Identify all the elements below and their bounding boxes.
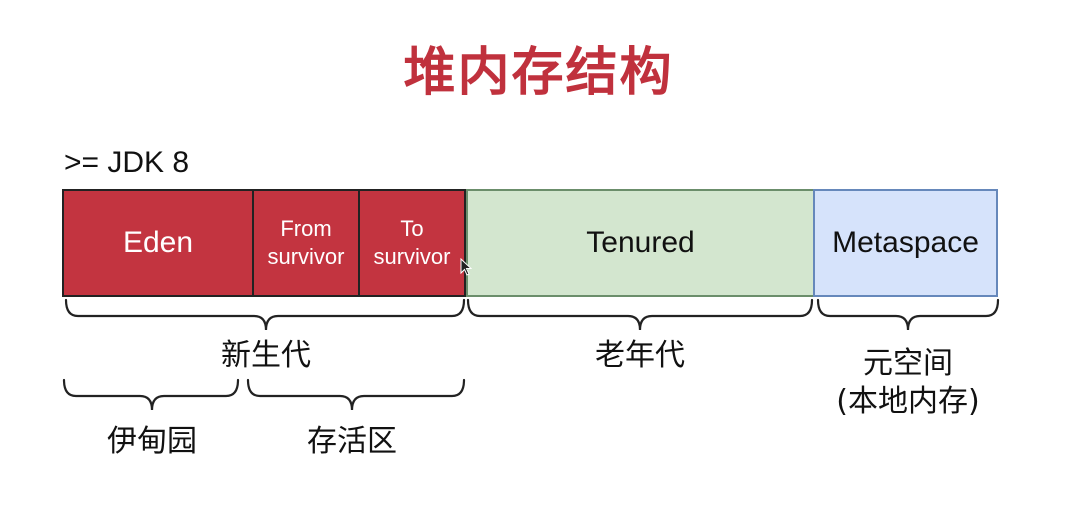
metaspace-cn-label-line1: 元空间 xyxy=(863,346,953,381)
survivor-area-label: 存活区 xyxy=(307,424,397,459)
eden-area-brace xyxy=(62,378,240,411)
young-gen-brace xyxy=(64,298,466,331)
page-title: 堆内存结构 xyxy=(403,43,674,103)
from-survivor-label-line2: survivor xyxy=(267,244,345,269)
old-gen-label: 老年代 xyxy=(595,338,685,373)
eden-segment: Eden xyxy=(62,189,254,297)
mouse-cursor-icon xyxy=(460,258,473,276)
from-survivor-segment: From survivor xyxy=(252,189,360,297)
heap-memory-bar: Eden From survivor To survivor Tenured M… xyxy=(62,189,998,297)
survivor-area-brace xyxy=(246,378,466,411)
jdk-version-label: >= JDK 8 xyxy=(64,146,190,179)
to-survivor-segment: To survivor xyxy=(358,189,466,297)
metaspace-cn-label-line2: (本地内存) xyxy=(836,384,980,419)
metaspace-brace xyxy=(816,298,1000,331)
eden-label: Eden xyxy=(122,226,194,259)
metaspace-segment: Metaspace xyxy=(813,189,998,297)
from-survivor-label-line1: From xyxy=(280,216,332,241)
young-gen-label: 新生代 xyxy=(221,338,311,373)
to-survivor-label-line2: survivor xyxy=(373,244,451,269)
old-gen-brace xyxy=(466,298,814,331)
to-survivor-label-line1: To xyxy=(400,216,424,241)
metaspace-label: Metaspace xyxy=(832,226,979,259)
eden-area-label: 伊甸园 xyxy=(107,424,197,459)
tenured-segment: Tenured xyxy=(466,189,815,297)
tenured-label: Tenured xyxy=(586,226,695,259)
